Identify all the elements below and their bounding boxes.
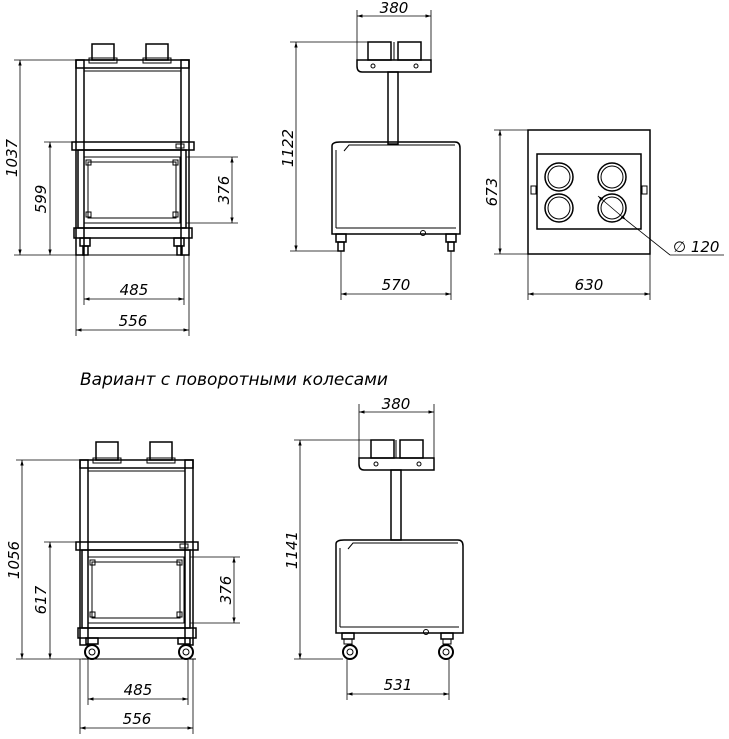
- dim-side-top-shelf-width: 380: [380, 0, 409, 17]
- dim-side-top-height-total: 1122: [279, 129, 297, 167]
- dim-front-bottom-width-inner: 485: [124, 681, 153, 699]
- dim-side-bottom-shelf-width: 380: [382, 395, 411, 413]
- dim-front-top-height-total: 1037: [3, 138, 21, 177]
- dimensions-side-bottom: 380 1141 531: [283, 395, 450, 700]
- dim-side-bottom-depth: 531: [384, 676, 413, 694]
- dimensions-plan: 673 630 ∅ 120: [483, 129, 724, 300]
- dim-front-top-width-inner: 485: [120, 281, 149, 299]
- dimensions-side-top: 380 1122 570: [279, 0, 452, 300]
- dimensions-front-bottom: 1056 617 376 485 556: [5, 459, 240, 734]
- dim-side-bottom-height-total: 1141: [283, 531, 301, 569]
- dim-front-top-height-lower: 599: [32, 185, 50, 214]
- variant-caption: Вариант с поворотными колесами: [80, 370, 388, 390]
- dim-plan-hole-diameter: ∅ 120: [673, 238, 719, 256]
- dim-front-bottom-inner-height: 376: [217, 576, 235, 605]
- side-view-top: [331, 41, 461, 252]
- side-view-bottom: [335, 439, 464, 660]
- front-view-top: [71, 43, 195, 256]
- plan-view: [527, 129, 651, 255]
- dim-plan-height: 673: [483, 178, 501, 207]
- dim-side-top-depth: 570: [382, 276, 411, 294]
- dim-front-bottom-height-lower: 617: [32, 585, 50, 614]
- dim-plan-width: 630: [575, 276, 604, 294]
- dim-front-top-width-outer: 556: [119, 312, 148, 330]
- front-view-bottom: [75, 441, 199, 660]
- dim-front-bottom-height-total: 1056: [5, 541, 23, 579]
- dim-front-top-inner-height: 376: [215, 176, 233, 205]
- dimensions-front-top: 1037 599 376 485 556: [3, 59, 238, 336]
- dim-front-bottom-width-outer: 556: [123, 710, 152, 728]
